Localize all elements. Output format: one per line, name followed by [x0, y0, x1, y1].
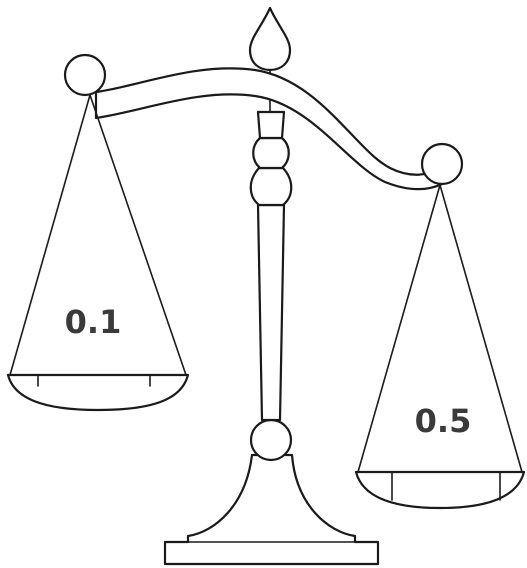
- right-pan: 0.5: [356, 185, 524, 508]
- beam-right-end-knob: [422, 144, 462, 184]
- right-pan-weight-label: 0.5: [415, 402, 472, 440]
- pillar-upper-bulb: [253, 138, 289, 168]
- base-knob: [251, 420, 291, 460]
- finial-drop: [250, 8, 290, 70]
- left-pan: 0.1: [8, 95, 188, 410]
- pillar-lower-bulb: [251, 168, 292, 205]
- pillar-neck: [258, 112, 284, 138]
- pillar-shaft: [258, 205, 284, 420]
- base-pedestal: [165, 455, 378, 564]
- left-pan-bowl: [8, 375, 188, 410]
- left-pan-weight-label: 0.1: [65, 303, 122, 341]
- scale-base: [165, 420, 378, 564]
- beam-left-end-knob: [65, 55, 105, 95]
- right-pan-bowl: [356, 472, 524, 508]
